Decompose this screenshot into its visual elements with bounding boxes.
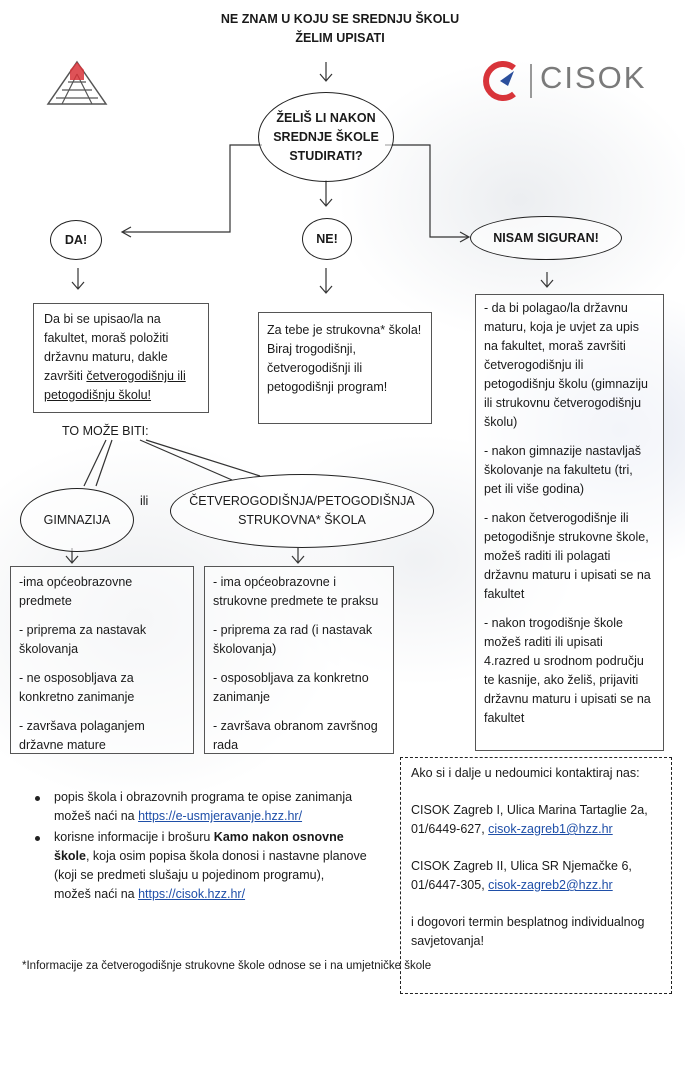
email-zagreb1-link[interactable]: cisok-zagreb1@hzz.hr	[488, 822, 613, 836]
unsure-paragraph-2: - nakon gimnazije nastavljaš školovanje …	[484, 442, 663, 499]
contact-zagreb-1: CISOK Zagreb I, Ulica Marina Tartaglie 2…	[411, 801, 671, 839]
str-paragraph-1: - ima općeobrazovne i strukovne predmete…	[213, 573, 393, 611]
hzz-logo-icon	[46, 60, 108, 106]
no-line-3: četverogodišnji ili	[267, 359, 431, 378]
yes-info-box: Da bi se upisao/la na fakultet, moraš po…	[33, 303, 209, 413]
yes-line-3: državnu maturu, dakle	[44, 348, 208, 367]
contact-intro: Ako si i dalje u nedoumici kontaktiraj n…	[411, 764, 671, 783]
unsure-paragraph-3: - nakon četverogodišnje ili petogodišnje…	[484, 509, 663, 604]
strukovna-line-1: ČETVEROGODIŠNJA/PETOGODIŠNJA	[189, 492, 415, 511]
unsure-info-box: - da bi polagao/la državnu maturu, koja …	[475, 294, 664, 751]
unsure-paragraph-4: - nakon trogodišnje škole možeš raditi i…	[484, 614, 663, 728]
answer-da-oval: DA!	[50, 220, 102, 260]
bullet-item-2: korisne informacije i brošuru Kamo nakon…	[54, 828, 404, 904]
yes-line-1: Da bi se upisao/la na	[44, 310, 208, 329]
bullet-dot-2	[35, 836, 40, 841]
title-line-2: ŽELIM UPISATI	[175, 29, 505, 48]
no-line-1: Za tebe je strukovna* škola!	[267, 321, 431, 340]
str-paragraph-2: - priprema za rad (i nastavak školovanja…	[213, 621, 393, 659]
yes-line-5: petogodišnju školu!	[44, 386, 208, 405]
question-oval: ŽELIŠ LI NAKON SREDNJE ŠKOLE STUDIRATI?	[258, 92, 394, 182]
answer-nisam-label: NISAM SIGURAN!	[493, 229, 599, 248]
strukovna-line-2: STRUKOVNA* ŠKOLA	[189, 511, 415, 530]
cisok-divider	[530, 64, 532, 98]
contact-zagreb-2: CISOK Zagreb II, Ulica SR Njemačke 6, 01…	[411, 857, 671, 895]
callout-gimnazija	[84, 440, 106, 486]
yes-underlined-text: četverogodišnju ili	[86, 369, 185, 383]
strukovna-oval: ČETVEROGODIŠNJA/PETOGODIŠNJA STRUKOVNA* …	[170, 474, 434, 548]
page-title: NE ZNAM U KOJU SE SREDNJU ŠKOLU ŽELIM UP…	[175, 10, 505, 48]
cisok-logo-icon	[478, 58, 524, 104]
gimnazija-oval: GIMNAZIJA	[20, 488, 134, 552]
callout-strukovna	[140, 440, 232, 480]
answer-ne-oval: NE!	[302, 218, 352, 260]
email-zagreb2-link[interactable]: cisok-zagreb2@hzz.hr	[488, 878, 613, 892]
str-paragraph-3: - osposobljava za konkretno zanimanje	[213, 669, 393, 707]
answer-nisam-oval: NISAM SIGURAN!	[470, 216, 622, 260]
hzz-logo	[46, 60, 108, 106]
e-usmjeravanje-link[interactable]: https://e-usmjeravanje.hzz.hr/	[138, 809, 302, 823]
question-line-3: STUDIRATI?	[273, 147, 379, 166]
footnote: *Informacije za četverogodišnje strukovn…	[22, 958, 431, 974]
gim-paragraph-1: -ima općeobrazovne predmete	[19, 573, 193, 611]
strukovna-info-box: - ima općeobrazovne i strukovne predmete…	[204, 566, 394, 754]
gim-paragraph-4: - završava polaganjem državne mature	[19, 717, 193, 755]
cisok-logo: CISOK	[478, 58, 668, 104]
connector-to-da	[123, 145, 262, 232]
str-paragraph-4: - završava obranom završnog rada	[213, 717, 393, 755]
cisok-wordmark: CISOK	[540, 60, 646, 96]
no-info-box: Za tebe je strukovna* škola! Biraj trogo…	[258, 312, 432, 424]
gim-paragraph-2: - priprema za nastavak školovanja	[19, 621, 193, 659]
gimnazija-info-box: -ima općeobrazovne predmete - priprema z…	[10, 566, 194, 754]
yes-line-4: završiti četverogodišnju ili	[44, 367, 208, 386]
no-line-4: petogodišnji program!	[267, 378, 431, 397]
gimnazija-label: GIMNAZIJA	[44, 511, 111, 530]
answer-da-label: DA!	[65, 231, 87, 250]
contact-box: Ako si i dalje u nedoumici kontaktiraj n…	[400, 757, 672, 994]
unsure-paragraph-1: - da bi polagao/la državnu maturu, koja …	[484, 299, 663, 432]
bullet-item-1: popis škola i obrazovnih programa te opi…	[54, 788, 404, 826]
to-moze-biti-label: TO MOŽE BITI:	[62, 422, 149, 441]
cisok-link[interactable]: https://cisok.hzz.hr/	[138, 887, 245, 901]
question-line-1: ŽELIŠ LI NAKON	[273, 109, 379, 128]
answer-ne-label: NE!	[316, 230, 338, 249]
yes-line-2: fakultet, moraš položiti	[44, 329, 208, 348]
connector-to-nisam	[385, 145, 468, 237]
gim-paragraph-3: - ne osposobljava za konkretno zanimanje	[19, 669, 193, 707]
bullet-dot-1	[35, 796, 40, 801]
no-line-2: Biraj trogodišnji,	[267, 340, 431, 359]
question-line-2: SREDNJE ŠKOLE	[273, 128, 379, 147]
title-line-1: NE ZNAM U KOJU SE SREDNJU ŠKOLU	[175, 10, 505, 29]
contact-outro: i dogovori termin besplatnog individualn…	[411, 913, 671, 951]
ili-label: ili	[140, 492, 148, 511]
